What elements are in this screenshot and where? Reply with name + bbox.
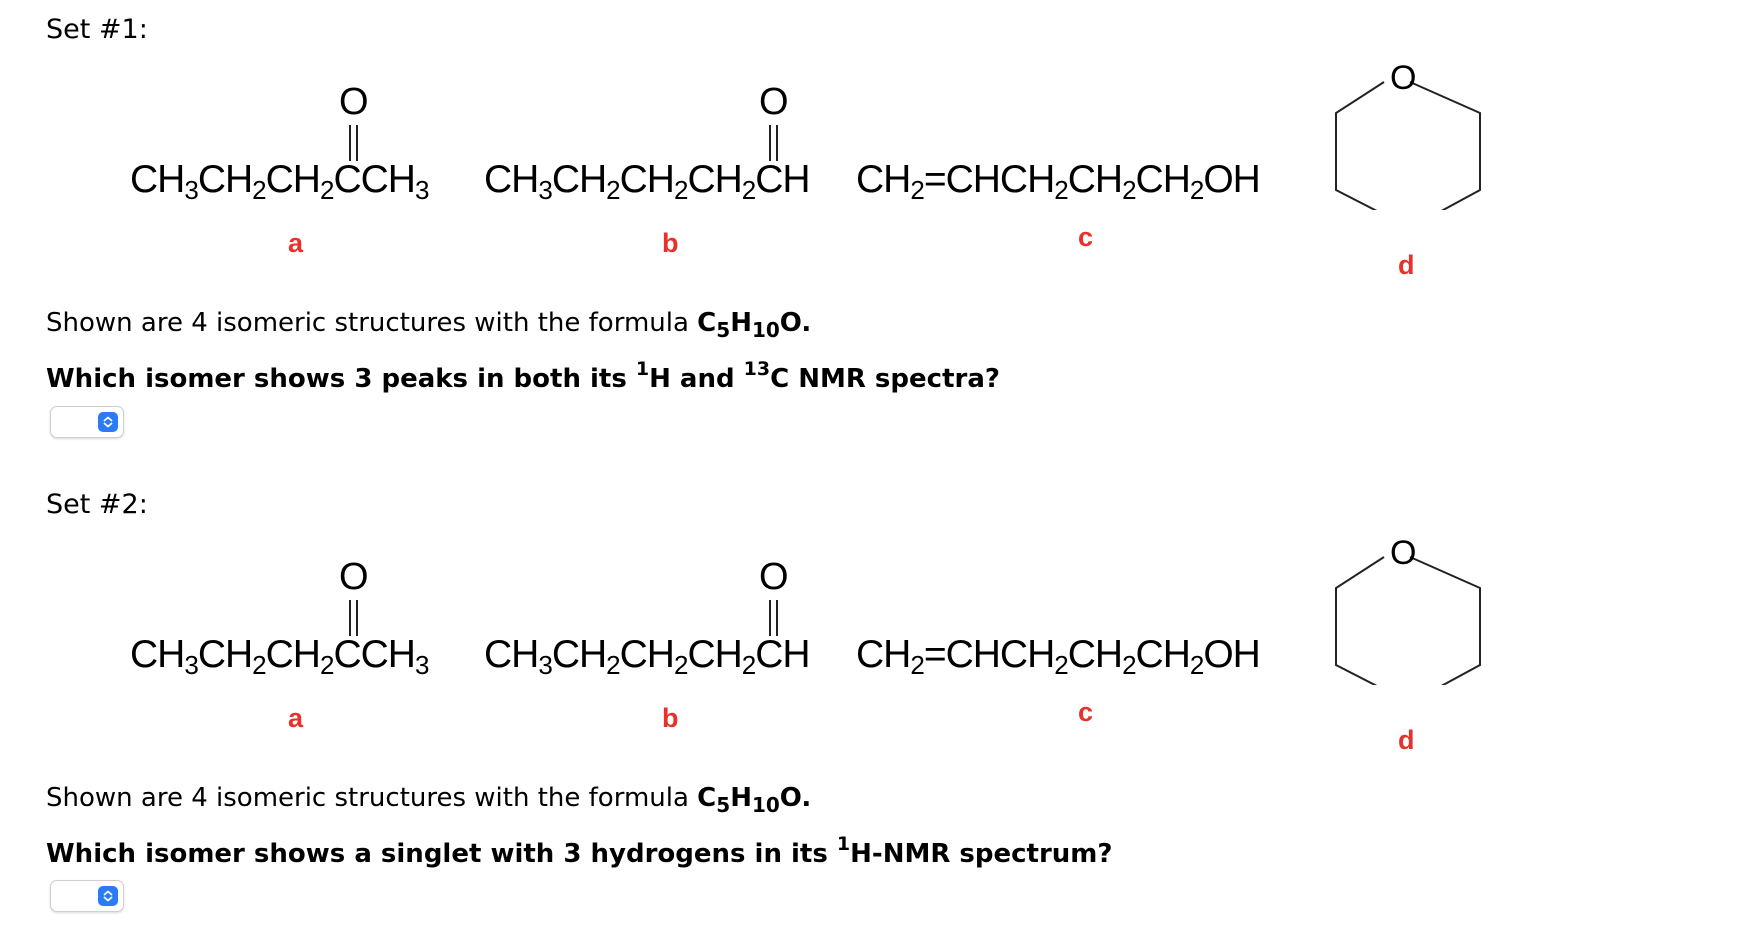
set-1-statement: Shown are 4 isomeric structures with the…: [46, 308, 812, 342]
set-1-a-double-bond: [349, 125, 358, 161]
set-1-answer-select[interactable]: [50, 406, 124, 438]
set-2-question: Which isomer shows a singlet with 3 hydr…: [46, 833, 1113, 870]
set-2-b-carbonyl-oxygen: O: [759, 556, 789, 598]
set-2-letter-d: d: [1398, 725, 1415, 755]
set-1-structure-a: CH3CH2CH2CCH3: [130, 158, 429, 205]
set-1-letter-b: b: [662, 228, 679, 258]
set-1-letter-c: c: [1078, 222, 1094, 252]
set-2-structure-c: CH2=CHCH2CH2CH2OH: [856, 633, 1261, 680]
set-1-formula: C5H10O.: [697, 308, 812, 342]
set-2-statement: Shown are 4 isomeric structures with the…: [46, 783, 812, 817]
set-1-structure-d-ring: [1335, 81, 1481, 210]
set-2-structure-d-ring: [1335, 556, 1481, 685]
set-2-a-carbonyl-oxygen: O: [339, 556, 369, 598]
set-2-formula: C5H10O.: [697, 783, 812, 817]
set-2-structure-a: CH3CH2CH2CCH3: [130, 633, 429, 680]
set-2-d-ring-oxygen: O: [1390, 534, 1417, 572]
set-2-answer-select[interactable]: [50, 880, 124, 912]
set-1-b-double-bond: [769, 125, 778, 161]
up-down-chevron-icon: [98, 412, 118, 432]
set-1-question: Which isomer shows 3 peaks in both its 1…: [46, 358, 1000, 395]
set-1-letter-a: a: [288, 228, 304, 258]
set-2-label: Set #2:: [46, 489, 148, 520]
set-1-b-carbonyl-oxygen: O: [759, 81, 789, 123]
set-1-d-ring-oxygen: O: [1390, 59, 1417, 97]
set-1-structure-b: CH3CH2CH2CH2CH: [484, 158, 811, 205]
set-1-letter-d: d: [1398, 250, 1415, 280]
set-2-structure-b: CH3CH2CH2CH2CH: [484, 633, 811, 680]
set-2-letter-c: c: [1078, 697, 1094, 727]
set-1-label: Set #1:: [46, 14, 148, 45]
set-1-a-carbonyl-oxygen: O: [339, 81, 369, 123]
up-down-chevron-icon: [98, 886, 118, 906]
set-2-letter-b: b: [662, 703, 679, 733]
set-2-b-double-bond: [769, 600, 778, 636]
set-2-a-double-bond: [349, 600, 358, 636]
set-2-letter-a: a: [288, 703, 304, 733]
set-1-structure-c: CH2=CHCH2CH2CH2OH: [856, 158, 1261, 205]
